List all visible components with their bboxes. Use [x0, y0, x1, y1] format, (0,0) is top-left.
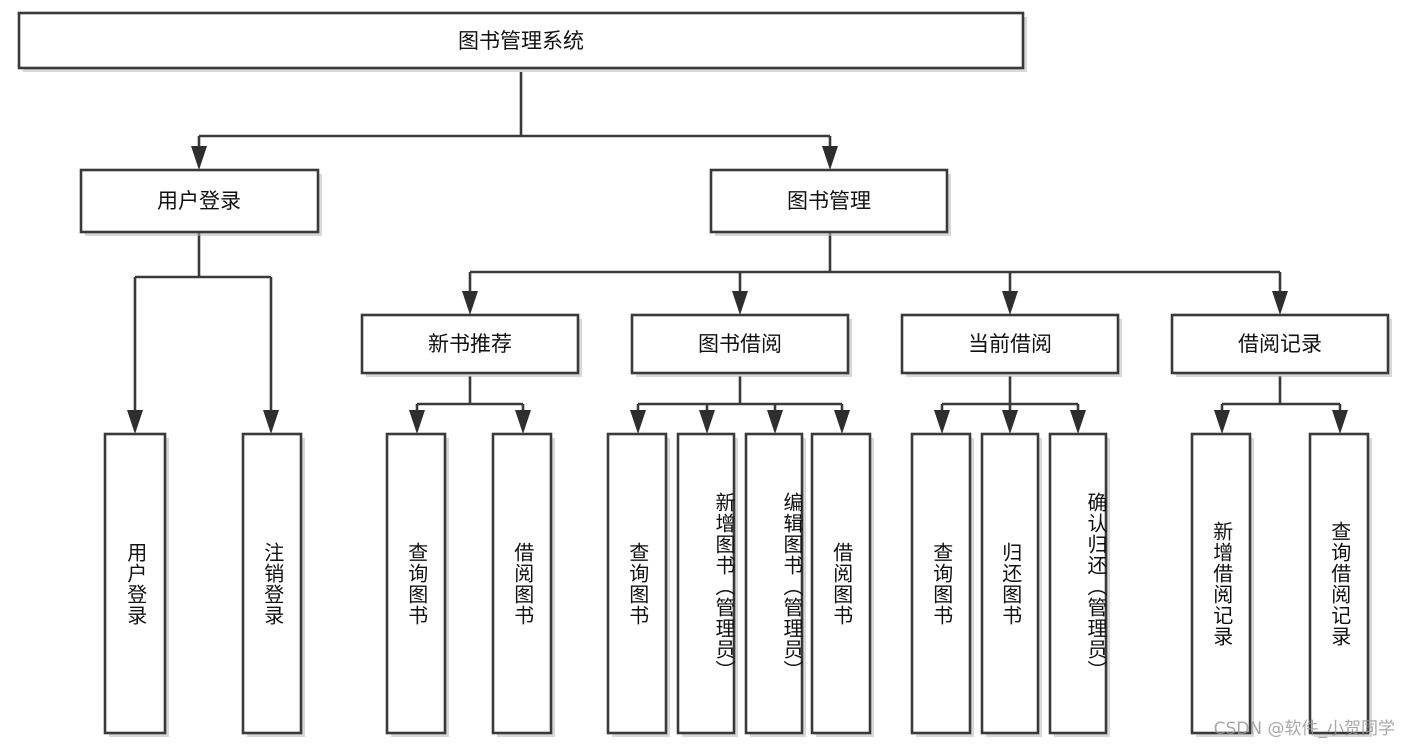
leaf-new-book-1[interactable] [491, 432, 555, 737]
node-new-book-label: 新书推荐 [428, 332, 512, 356]
arrow-borrow-record [1272, 291, 1288, 315]
leaf-borrow-record-1[interactable] [1308, 432, 1372, 737]
node-user-login[interactable]: 用户登录 [79, 168, 322, 236]
leaf-current-borrow-0[interactable] [910, 432, 974, 737]
arrow-current-borrow [1002, 291, 1018, 315]
node-book-manage-label: 图书管理 [787, 189, 871, 213]
node-borrow-record-box [1170, 313, 1390, 375]
node-book-borrow-label: 图书借阅 [698, 332, 782, 356]
node-borrow-record-label: 借阅记录 [1238, 332, 1322, 356]
csdn-watermark: CSDN @软件_小贺同学 [1213, 719, 1395, 739]
arrow-bb-leaf2 [699, 410, 715, 434]
node-root-label: 图书管理系统 [458, 29, 584, 53]
arrow-cb-leaf1 [934, 410, 950, 434]
leaf-current-borrow-1[interactable] [980, 432, 1042, 737]
arrow-ul-leaf2 [263, 410, 279, 434]
arrow-book-borrow [732, 291, 748, 315]
arrow-bb-leaf3 [767, 410, 783, 434]
arrow-new-book [462, 291, 478, 315]
arrow-bb-leaf1 [630, 410, 646, 434]
node-current-borrow[interactable]: 当前借阅 [900, 313, 1122, 377]
arrow-cb-leaf2 [1002, 410, 1018, 434]
leaf-book-borrow-3[interactable] [810, 432, 874, 737]
node-root-box [17, 11, 1025, 70]
node-book-manage[interactable]: 图书管理 [709, 168, 951, 236]
leaf-user-login-1[interactable] [241, 432, 305, 737]
leaf-current-borrow-2[interactable] [1048, 432, 1110, 737]
leaf-book-borrow-1[interactable] [676, 432, 738, 737]
arrow-nb-leaf2 [515, 410, 531, 434]
arrow-ul-leaf1 [127, 410, 143, 434]
arrow-br-leaf2 [1332, 410, 1348, 434]
arrow-user-login [191, 146, 207, 170]
node-root[interactable]: 图书管理系统 [17, 11, 1027, 72]
node-borrow-record[interactable]: 借阅记录 [1170, 313, 1392, 377]
leaf-book-borrow-0[interactable] [606, 432, 670, 737]
arrow-nb-leaf1 [409, 410, 425, 434]
node-book-borrow-box [630, 313, 850, 375]
node-current-borrow-box [900, 313, 1120, 375]
node-user-login-box [79, 168, 320, 234]
node-book-manage-box [709, 168, 949, 234]
arrow-cb-leaf3 [1070, 410, 1086, 434]
arrow-br-leaf1 [1214, 410, 1230, 434]
connector-group [127, 72, 1348, 434]
leaf-book-borrow-2[interactable] [744, 432, 806, 737]
arrow-book-manage [822, 146, 838, 170]
leaf-borrow-record-0[interactable] [1190, 432, 1254, 737]
leaf-new-book-0[interactable] [385, 432, 449, 737]
arrow-bb-leaf4 [834, 410, 850, 434]
node-user-login-label: 用户登录 [157, 189, 241, 213]
leaf-user-login-0[interactable] [103, 432, 169, 737]
node-new-book-box [360, 313, 580, 375]
node-new-book-recommend[interactable]: 新书推荐 [360, 313, 582, 377]
node-book-borrow[interactable]: 图书借阅 [630, 313, 852, 377]
node-current-borrow-label: 当前借阅 [968, 332, 1052, 356]
